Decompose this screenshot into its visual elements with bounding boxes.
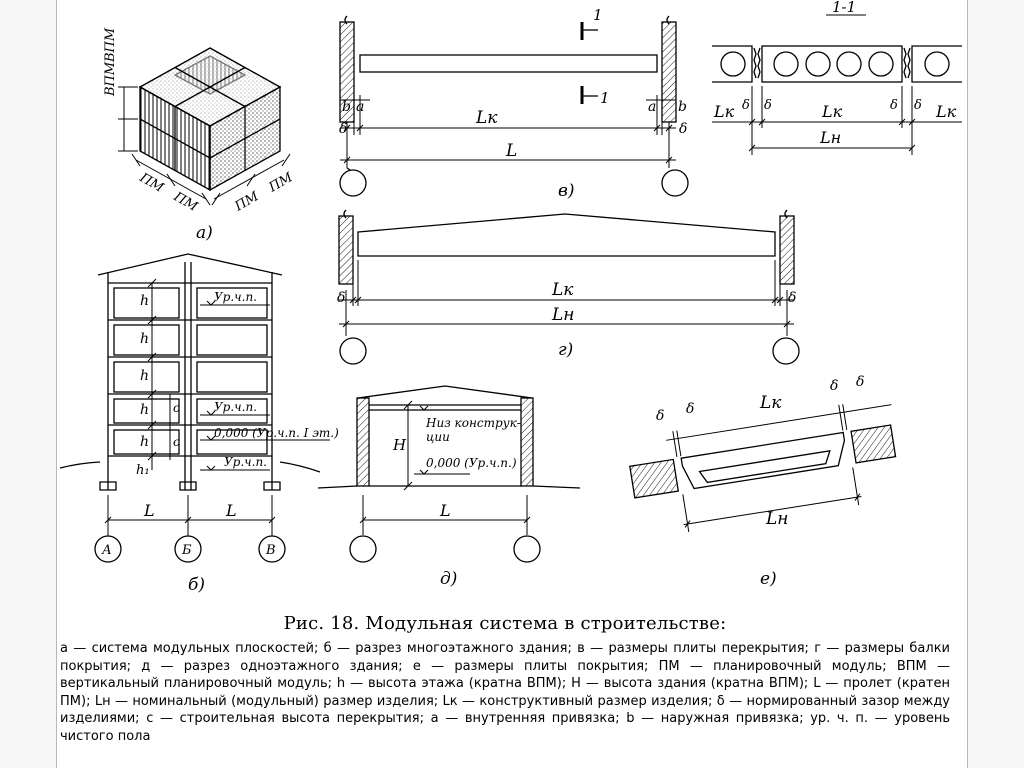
section-title: 1-1: [832, 0, 856, 16]
axis-b: Б: [181, 543, 192, 558]
e-delta-3: δ: [830, 378, 838, 394]
panel-v-slab-dimensions: [339, 15, 689, 197]
panel-g-beam-dimensions: [338, 209, 800, 365]
panel-a-tag: а): [196, 223, 213, 243]
section-mark-bottom: 1: [600, 89, 610, 107]
zero-level: 0,000 (Ур.ч.п. I эт.): [214, 426, 339, 440]
h-label-4: h: [140, 402, 149, 418]
construct-bottom-1: Низ конструк-: [425, 416, 521, 430]
figure-caption: Рис. 18. Модульная система в строительст…: [60, 613, 950, 745]
panel-g-labels: δ δ Lк Lн г): [337, 280, 796, 360]
section-1-1-labels: 1-1 Lк δ δ Lк δ δ Lк Lн: [713, 0, 957, 147]
e-lk: Lк: [759, 393, 782, 413]
label-a-right: a: [648, 99, 656, 115]
h1-label: h₁: [136, 463, 150, 478]
panel-d-tag: д): [440, 569, 457, 589]
label-b-right: b: [678, 99, 687, 115]
sec-delta-4: δ: [914, 98, 922, 113]
section-mark-top: 1: [593, 6, 603, 24]
span-label-2: L: [225, 501, 237, 520]
d-zero-level: 0,000 (Ур.ч.п.): [426, 456, 517, 470]
h-label-2: h: [140, 331, 149, 347]
label-b-left: b: [342, 99, 351, 115]
panel-e-roof-slab: [629, 404, 897, 532]
sec-delta-1: δ: [742, 98, 750, 113]
lk-label: Lк: [475, 108, 498, 128]
c-label-1: c: [173, 401, 180, 415]
span-label-1: L: [143, 501, 155, 520]
g-delta-left: δ: [337, 290, 345, 306]
panel-v-tag: в): [558, 181, 575, 201]
caption-legend: а — система модульных плоскостей; б — ра…: [60, 641, 950, 744]
panel-e-labels: δ δ Lк δ δ Lн е): [656, 374, 864, 589]
h-label-1: h: [140, 293, 149, 309]
g-ln: Lн: [551, 305, 575, 325]
e-delta-2: δ: [686, 401, 694, 417]
h-label-3: h: [140, 368, 149, 384]
slide-right-margin: [967, 0, 1024, 768]
g-delta-right: δ: [788, 290, 796, 306]
pm-right-label-2: ПМ: [266, 170, 296, 196]
panel-b-tag: б): [188, 575, 205, 595]
panel-d-labels: H Низ конструк- ции 0,000 (Ур.ч.п.) L д): [392, 416, 521, 589]
label-a-left: a: [356, 99, 364, 115]
g-lk: Lк: [551, 280, 574, 300]
sec-ln: Lн: [819, 128, 841, 147]
sec-lk-mid: Lк: [821, 102, 843, 121]
h-label-5: h: [140, 434, 149, 450]
delta-right: δ: [679, 121, 687, 137]
sec-delta-3: δ: [890, 98, 898, 113]
floor-level-3: Ур.ч.п.: [224, 455, 267, 469]
delta-left: δ: [339, 121, 347, 137]
c-label-2: c: [173, 435, 180, 449]
slide-left-margin: [0, 0, 57, 768]
axis-v: В: [265, 543, 276, 558]
height-label: H: [392, 436, 407, 454]
panel-v-labels: 1 1 b a a b δ δ Lк L в): [339, 6, 687, 201]
sec-lk-right: Lк: [935, 102, 957, 121]
construct-bottom-2: ции: [426, 430, 450, 444]
e-ln: Lн: [765, 509, 789, 529]
panel-b-multistorey-section: [59, 253, 330, 563]
axis-a: А: [101, 543, 112, 558]
pm-right-label-1: ПМ: [232, 189, 262, 215]
panel-g-tag: г): [558, 340, 573, 360]
sec-delta-2: δ: [764, 98, 772, 113]
panel-e-tag: е): [760, 569, 777, 589]
l-label: L: [505, 141, 517, 161]
caption-title: Рис. 18. Модульная система в строительст…: [283, 613, 727, 634]
sec-lk-left: Lк: [713, 102, 735, 121]
vpm-label-1: ВПМ: [103, 61, 118, 97]
e-delta-1: δ: [656, 408, 664, 424]
panel-a-modular-planes: [118, 47, 291, 206]
floor-level-1: Ур.ч.п.: [214, 290, 257, 304]
d-span-label: L: [439, 501, 451, 520]
section-1-1: [712, 14, 962, 155]
e-delta-4: δ: [856, 374, 864, 390]
panel-b-labels: h h h h h h₁ c c Ур.ч.п. Ур.ч.п. 0,000 (…: [101, 290, 339, 595]
floor-level-2: Ур.ч.п.: [214, 400, 257, 414]
panel-d-single-storey-section: [317, 385, 581, 563]
vpm-label-2: ВПМ: [103, 27, 118, 63]
